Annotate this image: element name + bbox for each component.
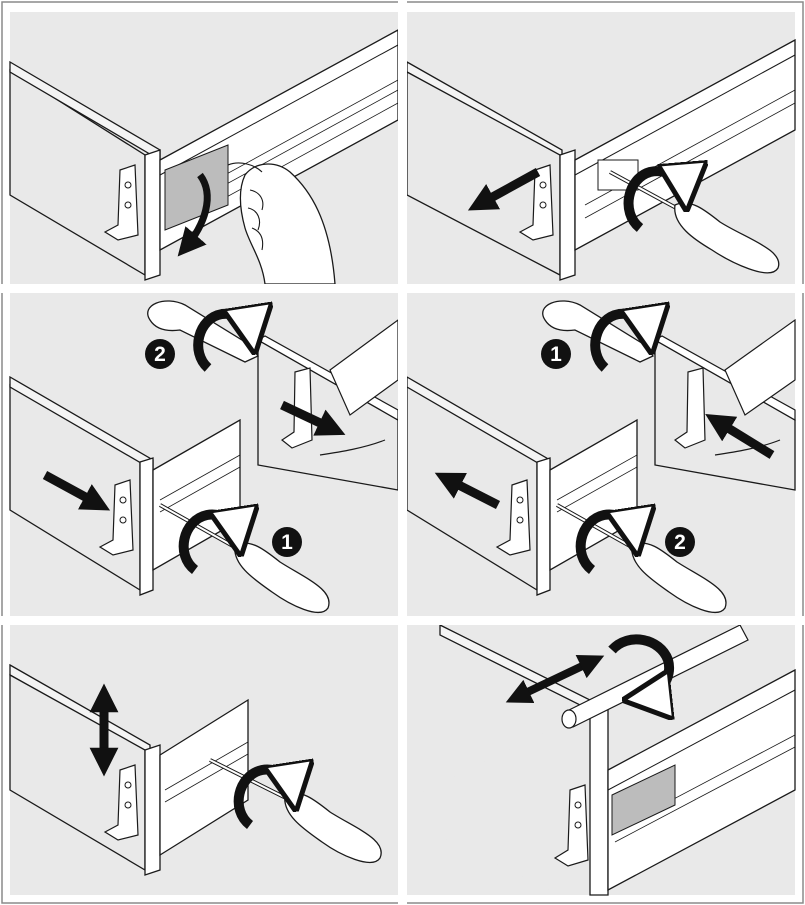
rotate-arrow-icon [608, 634, 669, 698]
step-badge [145, 339, 175, 369]
panel-1 [9, 12, 399, 285]
rotate-arrow-icon [623, 171, 685, 232]
arrow-left-icon [467, 168, 541, 211]
panel-2 [406, 12, 796, 284]
step-badge [272, 527, 302, 557]
rotate-arrow-icon [590, 314, 649, 372]
arrow-right-icon [280, 400, 346, 436]
panel-3: 2 1 [9, 293, 399, 616]
arrow-left-right-icon [505, 655, 605, 703]
rotate-arrow-icon [575, 515, 635, 574]
step-badge [541, 339, 571, 369]
rotate-arrow-icon [178, 515, 238, 574]
panel-6 [407, 623, 796, 896]
hand-icon [239, 163, 336, 285]
step-number: 1 [550, 343, 562, 366]
panel-4: 1 2 [406, 293, 796, 616]
step-number: 2 [674, 531, 686, 554]
curved-arrow-down-icon [177, 172, 211, 257]
arrow-left-icon [705, 413, 775, 459]
panel-5 [9, 625, 398, 895]
step-number: 1 [281, 531, 293, 554]
rotate-arrow-icon [233, 770, 293, 829]
arrow-left-icon [434, 472, 501, 510]
step-number: 2 [154, 343, 166, 366]
step-badge [665, 527, 695, 557]
rotate-arrow-icon [193, 314, 252, 372]
arrow-right-icon [42, 471, 111, 511]
